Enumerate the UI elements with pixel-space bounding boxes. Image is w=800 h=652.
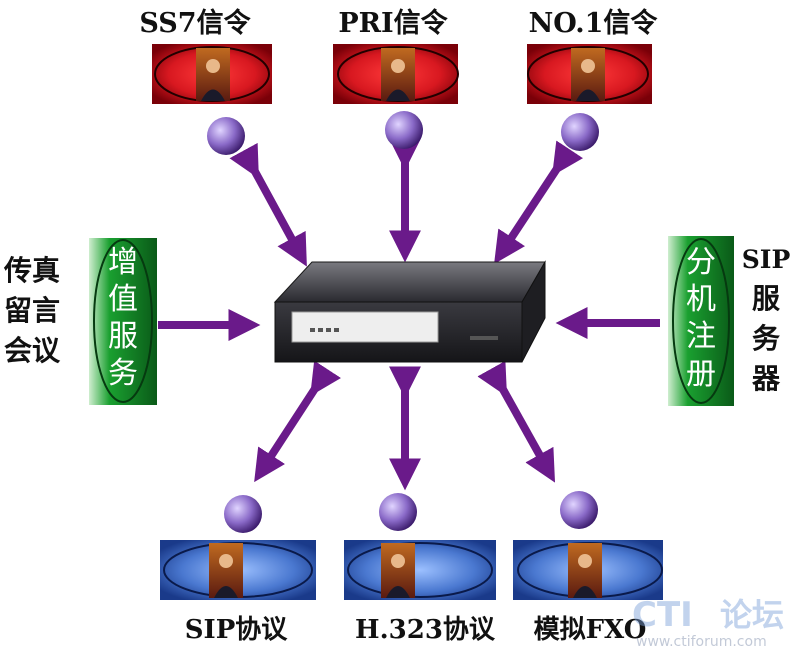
node-sphere [207, 117, 245, 155]
watermark-brand: CTI [632, 595, 693, 635]
arrow-sip [254, 360, 342, 483]
side-label: 会议 [4, 334, 61, 367]
node-label: H.323协议 [355, 615, 496, 645]
node-sphere [379, 493, 417, 531]
panel-char: 值 [108, 282, 138, 317]
left-panel-value-added-service: 增 值 服 务 传真 留言 会议 [3, 238, 157, 405]
side-label: 传真 [3, 254, 60, 287]
side-label: 务 [752, 322, 780, 355]
panel-char: 服 [108, 319, 138, 354]
server-front-panel [291, 311, 439, 343]
watermark: CTI 论坛 www.ctiforum.com [632, 595, 784, 650]
panel-char: 分 [686, 245, 716, 280]
panel-box [89, 238, 157, 405]
right-panel-extension-registration: 分 机 注 册 SIP 服 务 器 [668, 236, 790, 406]
node-sphere [385, 111, 423, 149]
watermark-url: www.ctiforum.com [636, 634, 767, 650]
panel-char: 注 [686, 319, 716, 354]
top-node-pri: PRI信令 [333, 7, 459, 149]
server-badge [470, 336, 498, 340]
bottom-node-h323: H.323协议 [344, 493, 496, 645]
node-sphere [561, 113, 599, 151]
side-label: 器 [751, 362, 781, 395]
panel-char: 册 [686, 357, 716, 392]
arrow-fxo [477, 360, 556, 483]
side-label: 留言 [4, 294, 60, 327]
watermark-brand-cn: 论坛 [720, 596, 784, 634]
node-sphere [224, 495, 262, 533]
central-server [273, 260, 546, 363]
panel-char: 机 [686, 282, 716, 317]
node-label: 模拟FXO [534, 615, 647, 645]
panel-box [668, 236, 734, 406]
protocol-card [344, 540, 496, 600]
arrow-ss7 [229, 142, 307, 267]
panel-char: 务 [108, 356, 138, 391]
node-label: PRI信令 [338, 7, 448, 39]
top-node-no1: NO.1信令 [527, 7, 658, 151]
side-label: 服 [752, 282, 781, 315]
top-node-ss7: SS7信令 [139, 7, 272, 155]
node-label: SS7信令 [139, 7, 251, 39]
node-label: SIP协议 [185, 615, 288, 645]
arrows [158, 138, 660, 491]
node-sphere [560, 491, 598, 529]
side-label: SIP [742, 245, 791, 274]
arrow-no1 [494, 140, 584, 265]
node-label: NO.1信令 [529, 7, 659, 39]
panel-char: 增 [108, 245, 138, 280]
bottom-node-sip: SIP协议 [160, 495, 316, 645]
bottom-node-fxo: 模拟FXO [513, 491, 663, 645]
